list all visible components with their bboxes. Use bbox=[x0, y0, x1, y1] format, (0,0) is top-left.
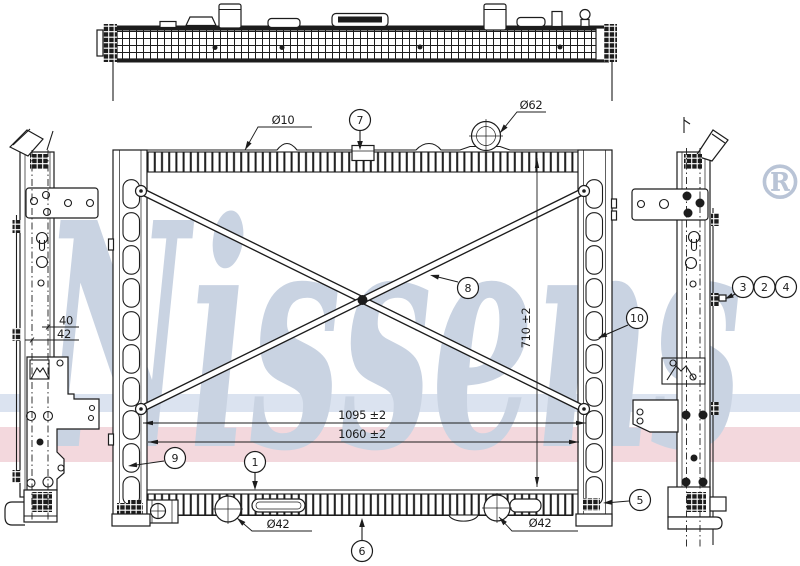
dim-pipe-left: Ø42 bbox=[236, 517, 312, 532]
left-side-bracket-view bbox=[4, 128, 100, 526]
dim-top-hole: Ø10 bbox=[244, 113, 312, 151]
callout-5: 5 bbox=[603, 488, 652, 512]
dim-bracket-offsets: 40 42 bbox=[25, 314, 79, 343]
bottom-tank bbox=[111, 489, 613, 527]
registered-trademark-icon: ® bbox=[756, 155, 800, 211]
dimension-label-filler-neck: Ø62 bbox=[520, 98, 543, 112]
callout-number: 6 bbox=[359, 545, 366, 558]
brand-watermark-group: Nissens ® bbox=[37, 155, 800, 520]
callout-number: 8 bbox=[465, 282, 472, 295]
callout-number: 3 bbox=[740, 281, 747, 294]
callout-number: 9 bbox=[172, 452, 179, 465]
brace-center-pivot bbox=[357, 295, 368, 305]
left-frame bbox=[107, 149, 148, 521]
dim-filler-neck: Ø62 bbox=[499, 98, 546, 134]
callout-2: 2 bbox=[753, 275, 776, 299]
filler-tube-right bbox=[483, 3, 507, 31]
top-view bbox=[96, 3, 617, 101]
filler-tube-left bbox=[218, 3, 242, 29]
callout-1: 1 bbox=[243, 450, 267, 490]
dim-pipe-right: Ø42 bbox=[498, 516, 578, 532]
callout-7: 7 bbox=[348, 108, 372, 150]
callout-9: 9 bbox=[128, 446, 187, 470]
dimension-label-core-height: 710 ±2 bbox=[519, 308, 533, 349]
callout-number: 4 bbox=[783, 281, 790, 294]
callouts: 7 8 10 9 1 6 bbox=[128, 108, 798, 563]
end-cap-right bbox=[604, 24, 617, 62]
front-view bbox=[107, 119, 618, 527]
callout-10: 10 bbox=[598, 306, 649, 338]
dimension-label-offset-upper: 40 bbox=[59, 314, 73, 328]
callout-number: 7 bbox=[357, 114, 364, 127]
dimension-label-pipe-left: Ø42 bbox=[267, 517, 290, 531]
brand-watermark: Nissens bbox=[37, 156, 742, 520]
cross-braces bbox=[134, 184, 591, 416]
dimension-label-pipe-right: Ø42 bbox=[529, 516, 552, 530]
dimension-label-offset-lower: 42 bbox=[57, 327, 71, 341]
top-tank bbox=[115, 119, 608, 173]
lower-mount-bracket-left bbox=[26, 356, 100, 491]
lower-wing-plate-right bbox=[632, 399, 679, 433]
dimensions: Ø10 Ø62 Ø42 Ø42 1095 ±2 bbox=[25, 98, 586, 532]
dim-overall-width: 1095 ±2 bbox=[143, 408, 586, 426]
callout-6: 6 bbox=[350, 518, 374, 563]
right-side-bracket-view bbox=[631, 117, 729, 548]
callout-number: 5 bbox=[637, 494, 644, 507]
callout-8: 8 bbox=[430, 274, 480, 300]
top-bracket-tab bbox=[351, 144, 375, 162]
dim-core-height: 710 ±2 bbox=[519, 158, 540, 487]
dimension-label-core-width: 1060 ±2 bbox=[338, 427, 386, 441]
dimension-label-overall-width: 1095 ±2 bbox=[338, 408, 386, 422]
callout-number: 2 bbox=[761, 281, 768, 294]
callout-4: 4 bbox=[774, 275, 798, 299]
dim-core-width: 1060 ±2 bbox=[148, 427, 579, 445]
dimension-label-top-hole: Ø10 bbox=[272, 113, 295, 127]
right-frame bbox=[577, 149, 618, 521]
callout-3: 3 bbox=[725, 275, 755, 299]
callout-number: 10 bbox=[630, 312, 644, 325]
end-cap-left bbox=[103, 24, 117, 62]
callout-number: 1 bbox=[252, 456, 259, 469]
